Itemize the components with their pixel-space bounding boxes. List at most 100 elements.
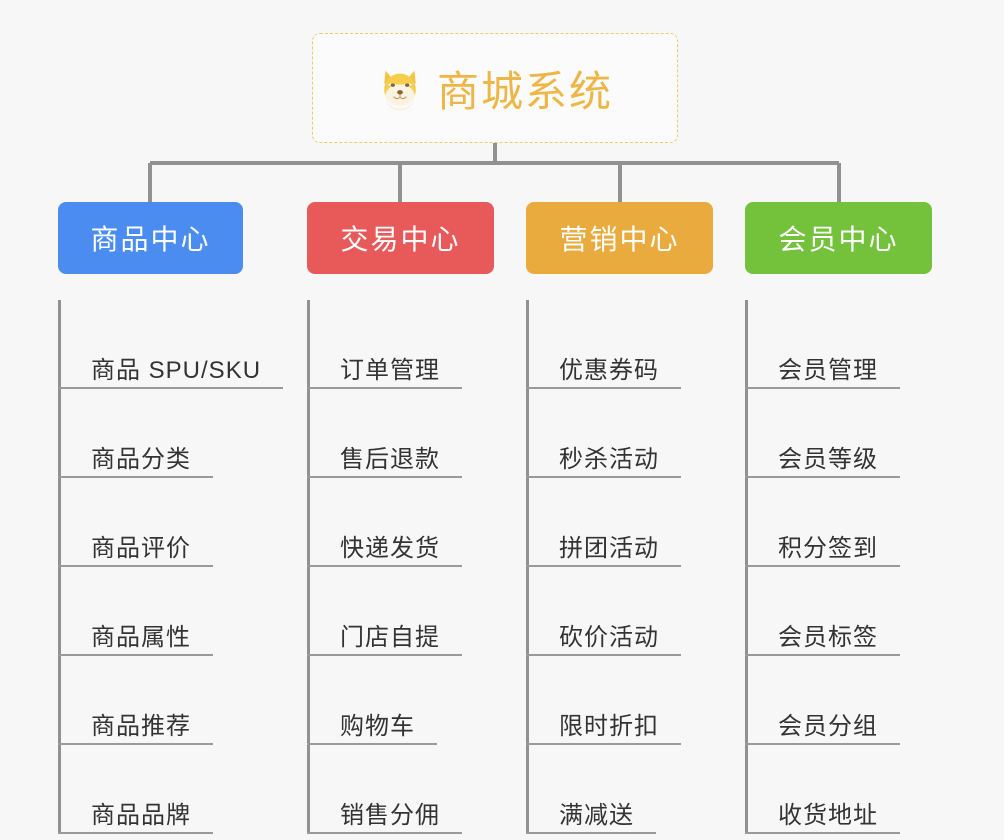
leaf-item-underline xyxy=(307,654,462,656)
category-column-member-center: 会员中心会员管理会员等级积分签到会员标签会员分组收货地址 xyxy=(745,202,932,834)
category-column-product-center: 商品中心商品 SPU/SKU 商品分类商品评价商品属性商品推荐商品品牌 xyxy=(58,202,284,834)
leaf-list-product-center: 商品 SPU/SKU 商品分类商品评价商品属性商品推荐商品品牌 xyxy=(58,300,284,834)
leaf-item[interactable]: 销售分佣 xyxy=(307,745,494,834)
leaf-item-inner: 商品推荐 xyxy=(58,706,213,745)
leaf-item-inner: 商品分类 xyxy=(58,439,213,478)
leaf-item-underline xyxy=(58,565,213,567)
category-column-marketing-center: 营销中心优惠券码秒杀活动拼团活动砍价活动限时折扣满减送 xyxy=(526,202,713,834)
leaf-item-inner: 商品评价 xyxy=(58,528,213,567)
leaf-item-label: 砍价活动 xyxy=(559,624,659,651)
leaf-item-label: 商品 SPU/SKU xyxy=(91,357,262,384)
leaf-item-underline xyxy=(307,832,462,834)
leaf-list-marketing-center: 优惠券码秒杀活动拼团活动砍价活动限时折扣满减送 xyxy=(526,300,713,834)
leaf-item[interactable]: 商品推荐 xyxy=(58,656,243,745)
leaf-item-inner: 商品属性 xyxy=(58,617,213,656)
leaf-item-inner: 会员等级 xyxy=(745,439,900,478)
leaf-item-label: 秒杀活动 xyxy=(559,446,659,473)
leaf-item-label: 满减送 xyxy=(559,802,634,829)
leaf-item-inner: 商品品牌 xyxy=(58,795,213,834)
leaf-item-label: 会员标签 xyxy=(778,624,878,651)
category-header-member-center[interactable]: 会员中心 xyxy=(745,202,932,274)
leaf-item[interactable]: 限时折扣 xyxy=(526,656,713,745)
leaf-item[interactable]: 商品属性 xyxy=(58,567,243,656)
leaf-item-underline xyxy=(745,832,900,834)
leaf-item-label: 门店自提 xyxy=(340,624,440,651)
leaf-item[interactable]: 门店自提 xyxy=(307,567,494,656)
leaf-item[interactable]: 购物车 xyxy=(307,656,494,745)
leaf-item-inner: 门店自提 xyxy=(307,617,462,656)
leaf-item-inner: 优惠券码 xyxy=(526,350,681,389)
leaf-item-label: 商品分类 xyxy=(91,446,191,473)
leaf-item-underline xyxy=(526,654,681,656)
leaf-item[interactable]: 订单管理 xyxy=(307,300,494,389)
leaf-item-inner: 会员分组 xyxy=(745,706,900,745)
category-header-product-center[interactable]: 商品中心 xyxy=(58,202,243,274)
leaf-item-inner: 购物车 xyxy=(307,706,437,745)
category-column-trade-center: 交易中心订单管理售后退款快递发货门店自提购物车销售分佣 xyxy=(307,202,494,834)
leaf-item[interactable]: 会员等级 xyxy=(745,389,932,478)
leaf-item-underline xyxy=(526,387,681,389)
leaf-item[interactable]: 会员分组 xyxy=(745,656,932,745)
leaf-item-inner: 收货地址 xyxy=(745,795,900,834)
leaf-item-underline xyxy=(58,387,284,389)
leaf-item-inner: 满减送 xyxy=(526,795,656,834)
leaf-item-inner: 限时折扣 xyxy=(526,706,681,745)
leaf-item[interactable]: 满减送 xyxy=(526,745,713,834)
leaf-item-underline xyxy=(307,743,437,745)
leaf-item[interactable]: 秒杀活动 xyxy=(526,389,713,478)
leaf-item-underline xyxy=(58,832,213,834)
leaf-item-label: 优惠券码 xyxy=(559,357,659,384)
leaf-item-underline xyxy=(745,743,900,745)
leaf-item-label: 会员等级 xyxy=(778,446,878,473)
leaf-item[interactable]: 砍价活动 xyxy=(526,567,713,656)
leaf-item[interactable]: 会员标签 xyxy=(745,567,932,656)
leaf-item-underline xyxy=(307,565,462,567)
leaf-item-label: 商品评价 xyxy=(91,535,191,562)
root-node-card[interactable]: 商城系统 xyxy=(312,33,678,143)
leaf-item[interactable]: 拼团活动 xyxy=(526,478,713,567)
leaf-item-inner: 售后退款 xyxy=(307,439,462,478)
category-header-trade-center[interactable]: 交易中心 xyxy=(307,202,494,274)
leaf-item-label: 积分签到 xyxy=(778,535,878,562)
leaf-item[interactable]: 售后退款 xyxy=(307,389,494,478)
leaf-item-label: 销售分佣 xyxy=(340,802,440,829)
leaf-item-label: 商品品牌 xyxy=(91,802,191,829)
leaf-item[interactable]: 商品品牌 xyxy=(58,745,243,834)
leaf-item-underline xyxy=(526,476,681,478)
leaf-list-member-center: 会员管理会员等级积分签到会员标签会员分组收货地址 xyxy=(745,300,932,834)
leaf-item-label: 限时折扣 xyxy=(559,713,659,740)
leaf-item-underline xyxy=(526,743,681,745)
leaf-item-label: 购物车 xyxy=(340,713,415,740)
leaf-item-inner: 积分签到 xyxy=(745,528,900,567)
leaf-item-label: 商品推荐 xyxy=(91,713,191,740)
leaf-item-underline xyxy=(307,476,462,478)
leaf-item-inner: 会员标签 xyxy=(745,617,900,656)
leaf-item[interactable]: 快递发货 xyxy=(307,478,494,567)
leaf-item-underline xyxy=(745,476,900,478)
leaf-item-inner: 砍价活动 xyxy=(526,617,681,656)
leaf-item-label: 订单管理 xyxy=(340,357,440,384)
leaf-item-underline xyxy=(58,654,213,656)
category-header-marketing-center[interactable]: 营销中心 xyxy=(526,202,713,274)
leaf-item[interactable]: 优惠券码 xyxy=(526,300,713,389)
leaf-item-underline xyxy=(307,387,462,389)
leaf-item[interactable]: 商品 SPU/SKU xyxy=(58,300,284,389)
leaf-item-label: 收货地址 xyxy=(778,802,878,829)
leaf-item-inner: 商品 SPU/SKU xyxy=(58,350,284,389)
leaf-item[interactable]: 收货地址 xyxy=(745,745,932,834)
leaf-item-underline xyxy=(58,476,213,478)
leaf-item-inner: 快递发货 xyxy=(307,528,462,567)
leaf-item-inner: 拼团活动 xyxy=(526,528,681,567)
leaf-item-label: 商品属性 xyxy=(91,624,191,651)
shiba-dog-face-icon xyxy=(377,65,423,111)
leaf-item[interactable]: 商品分类 xyxy=(58,389,243,478)
leaf-item-underline xyxy=(745,387,900,389)
leaf-item-underline xyxy=(58,743,213,745)
leaf-item[interactable]: 积分签到 xyxy=(745,478,932,567)
leaf-item[interactable]: 商品评价 xyxy=(58,478,243,567)
leaf-item-inner: 销售分佣 xyxy=(307,795,462,834)
leaf-item[interactable]: 会员管理 xyxy=(745,300,932,389)
leaf-item-label: 售后退款 xyxy=(340,446,440,473)
leaf-item-underline xyxy=(745,654,900,656)
